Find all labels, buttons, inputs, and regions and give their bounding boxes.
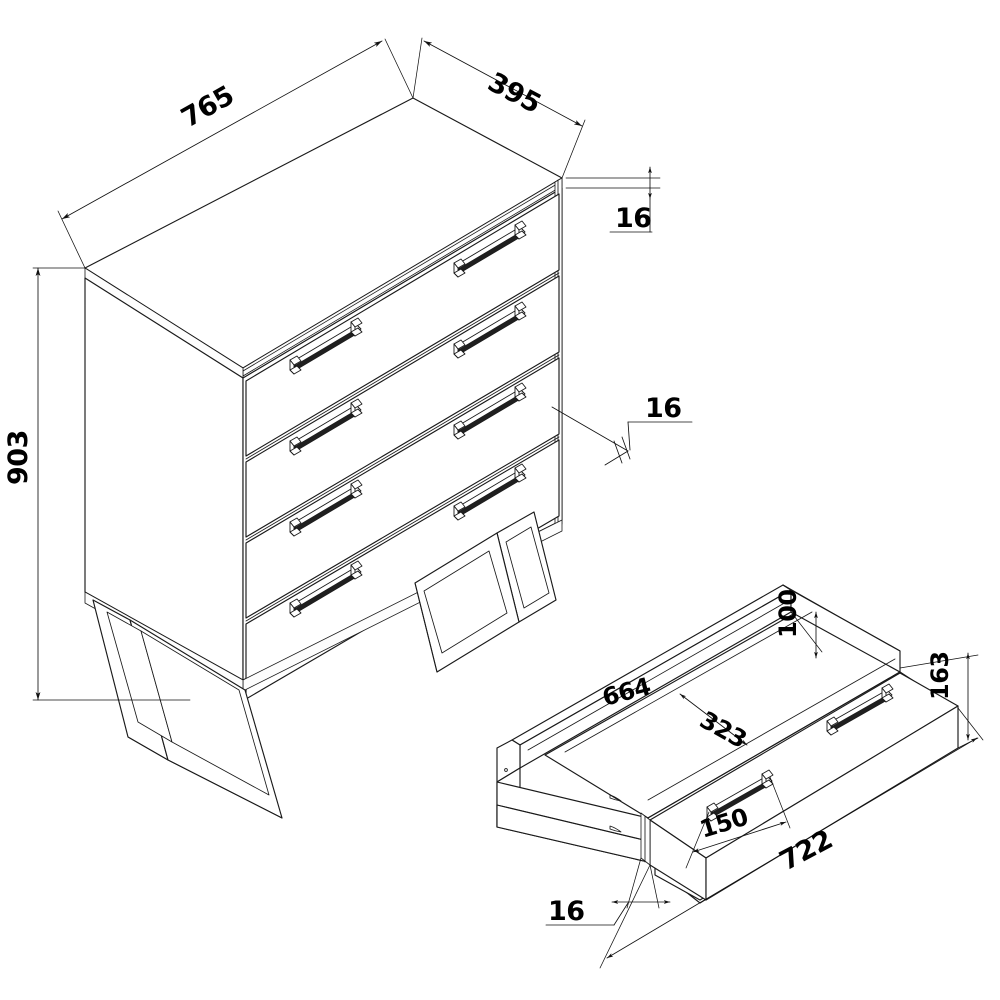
cabinet-figure [84,97,563,819]
dim-16-drawer-group: 16 [545,857,671,927]
dim-163-group: 163 [899,651,979,749]
drawer-back-panel-edge [527,600,789,751]
dim-16-top-group: 16 [565,166,661,234]
drawer-gap-2 [245,354,560,541]
dim-100-group: 100 [774,589,823,659]
dim-label-395: 395 [483,67,546,120]
cabinet-leg-left [92,599,283,819]
drawer-gap-3 [245,436,560,622]
handle-drawer2-left[interactable] [289,398,363,456]
dim-label-163: 163 [926,651,954,700]
handle-drawer2-right[interactable] [453,301,527,359]
drawer-front-4[interactable] [245,439,560,700]
handle-drawer4-right[interactable] [453,463,527,521]
dim-16-side-group: 16 [551,393,693,466]
dim-label-903: 903 [3,430,34,485]
cabinet-handles-group [289,220,527,618]
handle-drawer1-left[interactable] [289,317,363,375]
dim-label-16-side: 16 [645,393,682,424]
dim-label-16-top: 16 [615,203,652,234]
dim-label-16-drawer: 16 [548,896,585,927]
dim-label-100: 100 [774,589,802,638]
handle-drawer3-right[interactable] [453,382,527,440]
handle-drawer4-left[interactable] [289,560,363,618]
cabinet-leg-right [414,511,557,673]
drawer-handle-inner[interactable] [826,683,894,736]
drawer-front-left-edge [640,812,651,866]
drawer-gap-1 [245,272,560,460]
dim-903-group: 903 [3,267,191,701]
handle-drawer1-right[interactable] [453,220,527,278]
handle-drawer3-left[interactable] [289,479,363,537]
drawer-inner-ref-line-a [564,611,813,753]
